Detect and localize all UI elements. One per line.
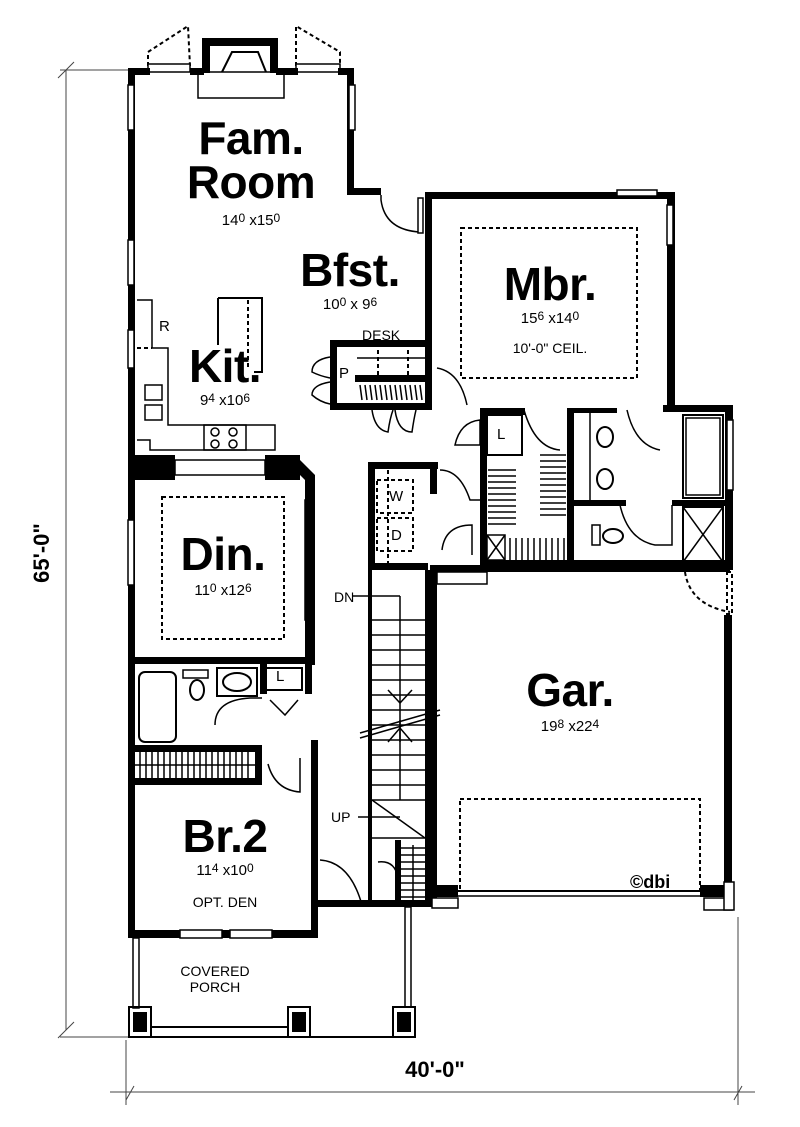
hall-bath-fixtures: [138, 667, 258, 743]
coat-closet: [318, 840, 436, 907]
covered-porch: [128, 881, 735, 1038]
master-bath-fixtures: [589, 413, 724, 563]
pantry-label: P: [339, 365, 350, 382]
garage-features: [436, 571, 733, 892]
laundry-appliances: [376, 470, 414, 563]
overall-depth-dimension: 65'-0": [29, 523, 54, 583]
br2-dimensions: 114 x100: [196, 861, 254, 879]
pantry-doors: [311, 356, 417, 433]
washer-label: W: [389, 488, 404, 505]
kit-dimensions: 94 x106: [199, 391, 251, 409]
kit-label: Kit. 94 x106: [175, 343, 275, 410]
refrigerator-label: R: [159, 318, 170, 335]
windows: [127, 84, 734, 939]
br2-label: Br.2 114 x100 OPT. DEN: [160, 813, 290, 910]
bfst-label: Bfst. 100 x 96: [290, 247, 410, 314]
porch-label: COVERED PORCH: [180, 963, 250, 995]
closet-shelving: [486, 454, 566, 561]
linen-closets: [261, 414, 523, 691]
mbr-ceiling-note: 10'-0" CEIL.: [512, 340, 588, 356]
fam-room-label: Fam. Room 140 x150: [166, 115, 336, 230]
linen-closet-lower-label: L: [276, 668, 285, 685]
dining-tray-ceiling: [161, 496, 285, 640]
din-dimensions: 110 x126: [194, 581, 252, 599]
dimension-lines: [57, 61, 755, 1105]
linen-closet-upper-label: L: [497, 426, 506, 443]
fireplace: [197, 38, 285, 99]
gar-label: Gar. 198 x224: [500, 667, 640, 736]
desk: [357, 342, 425, 375]
gar-dimensions: 198 x224: [540, 717, 600, 735]
dryer-label: D: [391, 527, 402, 544]
desk-label: DESK: [362, 327, 401, 343]
mbr-label: Mbr. 156 x140 10'-0" CEIL.: [480, 261, 620, 356]
stairs-up-label: UP: [331, 809, 351, 825]
bay-window-left: [147, 24, 191, 73]
doors: [214, 195, 731, 906]
kitchen-counters: [137, 297, 276, 451]
stairs: [352, 595, 441, 839]
br2-note: OPT. DEN: [192, 894, 258, 910]
pantry-shelving: [359, 384, 423, 401]
mbr-tray-ceiling: [460, 227, 638, 379]
copyright-mark: ©dbi: [630, 872, 671, 892]
br2-closet: [135, 752, 255, 778]
mbr-dimensions: 156 x140: [520, 309, 580, 327]
bfst-dimensions: 100 x 96: [322, 295, 378, 313]
bay-window-right: [295, 24, 341, 73]
din-label: Din. 110 x126: [163, 531, 283, 600]
overall-width-dimension: 40'-0": [405, 1057, 465, 1082]
stairs-down-label: DN: [334, 589, 355, 605]
fam-room-dimensions: 140 x150: [221, 211, 281, 229]
